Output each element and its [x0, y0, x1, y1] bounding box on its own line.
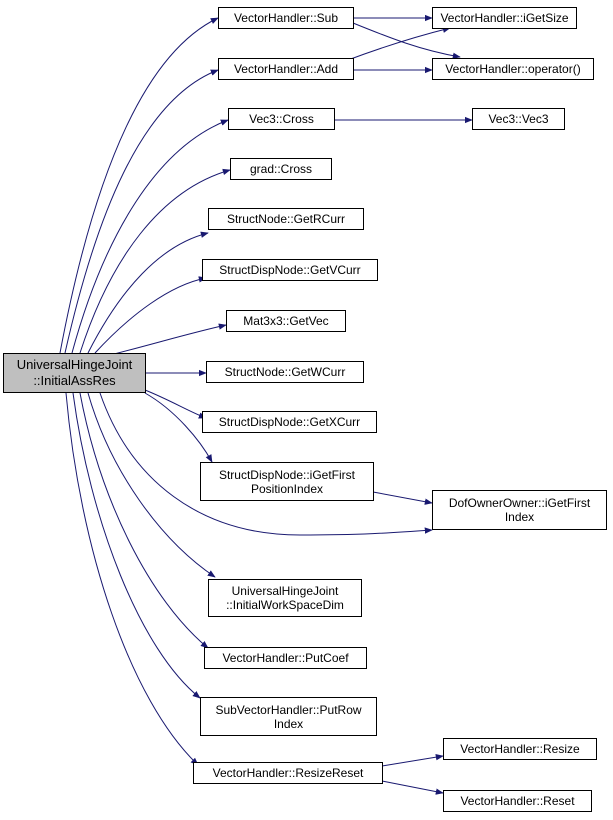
edge-root-to-sdn-getvcurr — [94, 276, 207, 354]
node-doo-igetfirst-line1: DofOwnerOwner::iGetFirst — [448, 496, 591, 510]
root-node-universalhingejoint-initialassres[interactable]: UniversalHingeJoint ::InitialAssRes — [3, 353, 146, 393]
edge-root-to-vh-add — [64, 69, 219, 354]
node-vh-operator-label: VectorHandler::operator() — [445, 62, 581, 76]
node-vh-sub[interactable]: VectorHandler::Sub — [218, 7, 354, 29]
node-doo-igetfirstindex[interactable]: DofOwnerOwner::iGetFirst Index — [432, 490, 607, 530]
node-vh-operator[interactable]: VectorHandler::operator() — [432, 58, 594, 80]
node-vh-putcoef[interactable]: VectorHandler::PutCoef — [204, 647, 367, 669]
edge-root-to-mat3x3-getvec — [109, 323, 227, 356]
edge-root-to-svh-putrow — [72, 392, 201, 699]
edge-root-to-uhj-initialworkspacedim — [87, 392, 216, 578]
node-sn-getrcurr[interactable]: StructNode::GetRCurr — [208, 208, 364, 230]
edge-root-to-sdn-getxcurr — [144, 389, 207, 419]
node-vec3-cross[interactable]: Vec3::Cross — [228, 108, 335, 130]
node-mat3x3-getvec-label: Mat3x3::GetVec — [243, 314, 329, 328]
edge-root-to-grad-cross — [79, 168, 231, 354]
node-svh-putrow-line1: SubVectorHandler::PutRow — [215, 702, 362, 717]
edge-vh-add-to-vh-igetsize — [347, 26, 451, 61]
node-svh-putrow-line2: Index — [273, 716, 304, 731]
node-vec3-vec3[interactable]: Vec3::Vec3 — [472, 108, 565, 130]
node-sn-getwcurr[interactable]: StructNode::GetWCurr — [206, 361, 364, 383]
edge-root-to-doo-igetfirst — [99, 392, 433, 536]
edge-sdn-igetfirst-to-doo-igetfirst — [372, 491, 433, 505]
node-vh-resizereset[interactable]: VectorHandler::ResizeReset — [193, 762, 383, 784]
root-node-line1: UniversalHingeJoint — [16, 357, 133, 372]
node-vh-reset[interactable]: VectorHandler::Reset — [443, 790, 592, 812]
node-sdn-igetfirstpositionindex[interactable]: StructDispNode::iGetFirst PositionIndex — [200, 462, 374, 501]
node-sdn-getvcurr[interactable]: StructDispNode::GetVCurr — [202, 259, 378, 281]
edge-vh-resizereset-to-vh-resize — [381, 754, 444, 767]
node-vh-add-label: VectorHandler::Add — [233, 62, 339, 76]
node-sn-getwcurr-label: StructNode::GetWCurr — [224, 365, 346, 379]
node-vh-igetsize[interactable]: VectorHandler::iGetSize — [432, 7, 577, 29]
edge-root-to-sn-getrcurr — [87, 231, 209, 354]
node-vh-reset-label: VectorHandler::Reset — [460, 794, 575, 808]
node-doo-igetfirst-line2: Index — [504, 510, 535, 524]
edge-root-to-sdn-igetfirst — [144, 392, 213, 463]
node-mat3x3-getvec[interactable]: Mat3x3::GetVec — [226, 310, 346, 332]
edge-vh-resizereset-to-vh-reset — [381, 780, 444, 795]
node-vh-sub-label: VectorHandler::Sub — [233, 11, 339, 25]
node-vec3-cross-label: Vec3::Cross — [249, 112, 314, 126]
node-vh-resize[interactable]: VectorHandler::Resize — [443, 738, 597, 760]
node-uhj-initialworkspacedim-line2: ::InitialWorkSpaceDim — [226, 598, 344, 612]
node-svh-putrowindex[interactable]: SubVectorHandler::PutRow Index — [200, 697, 377, 736]
node-vh-igetsize-label: VectorHandler::iGetSize — [440, 11, 569, 25]
node-sdn-getvcurr-label: StructDispNode::GetVCurr — [219, 263, 361, 277]
node-sdn-igetfirst-line2: PositionIndex — [250, 481, 324, 496]
node-uhj-initialworkspacedim[interactable]: UniversalHingeJoint ::InitialWorkSpaceDi… — [208, 579, 362, 617]
edge-root-to-vh-putcoef — [79, 392, 209, 649]
node-sdn-getxcurr[interactable]: StructDispNode::GetXCurr — [202, 411, 377, 433]
node-sdn-getxcurr-label: StructDispNode::GetXCurr — [218, 415, 361, 429]
node-vh-putcoef-label: VectorHandler::PutCoef — [222, 651, 349, 665]
node-vh-add[interactable]: VectorHandler::Add — [218, 58, 354, 80]
node-uhj-initialworkspacedim-line1: UniversalHingeJoint — [231, 584, 339, 598]
node-grad-cross-label: grad::Cross — [249, 162, 313, 176]
node-vh-resizereset-label: VectorHandler::ResizeReset — [212, 766, 364, 780]
edge-vh-sub-to-vh-operator — [352, 22, 461, 59]
edge-root-to-vh-sub — [59, 17, 219, 354]
node-sdn-igetfirst-line1: StructDispNode::iGetFirst — [218, 467, 356, 482]
node-grad-cross[interactable]: grad::Cross — [230, 158, 332, 180]
node-vec3-vec3-label: Vec3::Vec3 — [488, 112, 549, 126]
edge-root-to-vec3-cross — [71, 119, 229, 354]
root-node-line2: ::InitialAssRes — [33, 373, 116, 388]
node-sn-getrcurr-label: StructNode::GetRCurr — [226, 212, 346, 226]
edge-root-to-vh-resizereset — [65, 392, 199, 766]
node-vh-resize-label: VectorHandler::Resize — [460, 742, 580, 756]
